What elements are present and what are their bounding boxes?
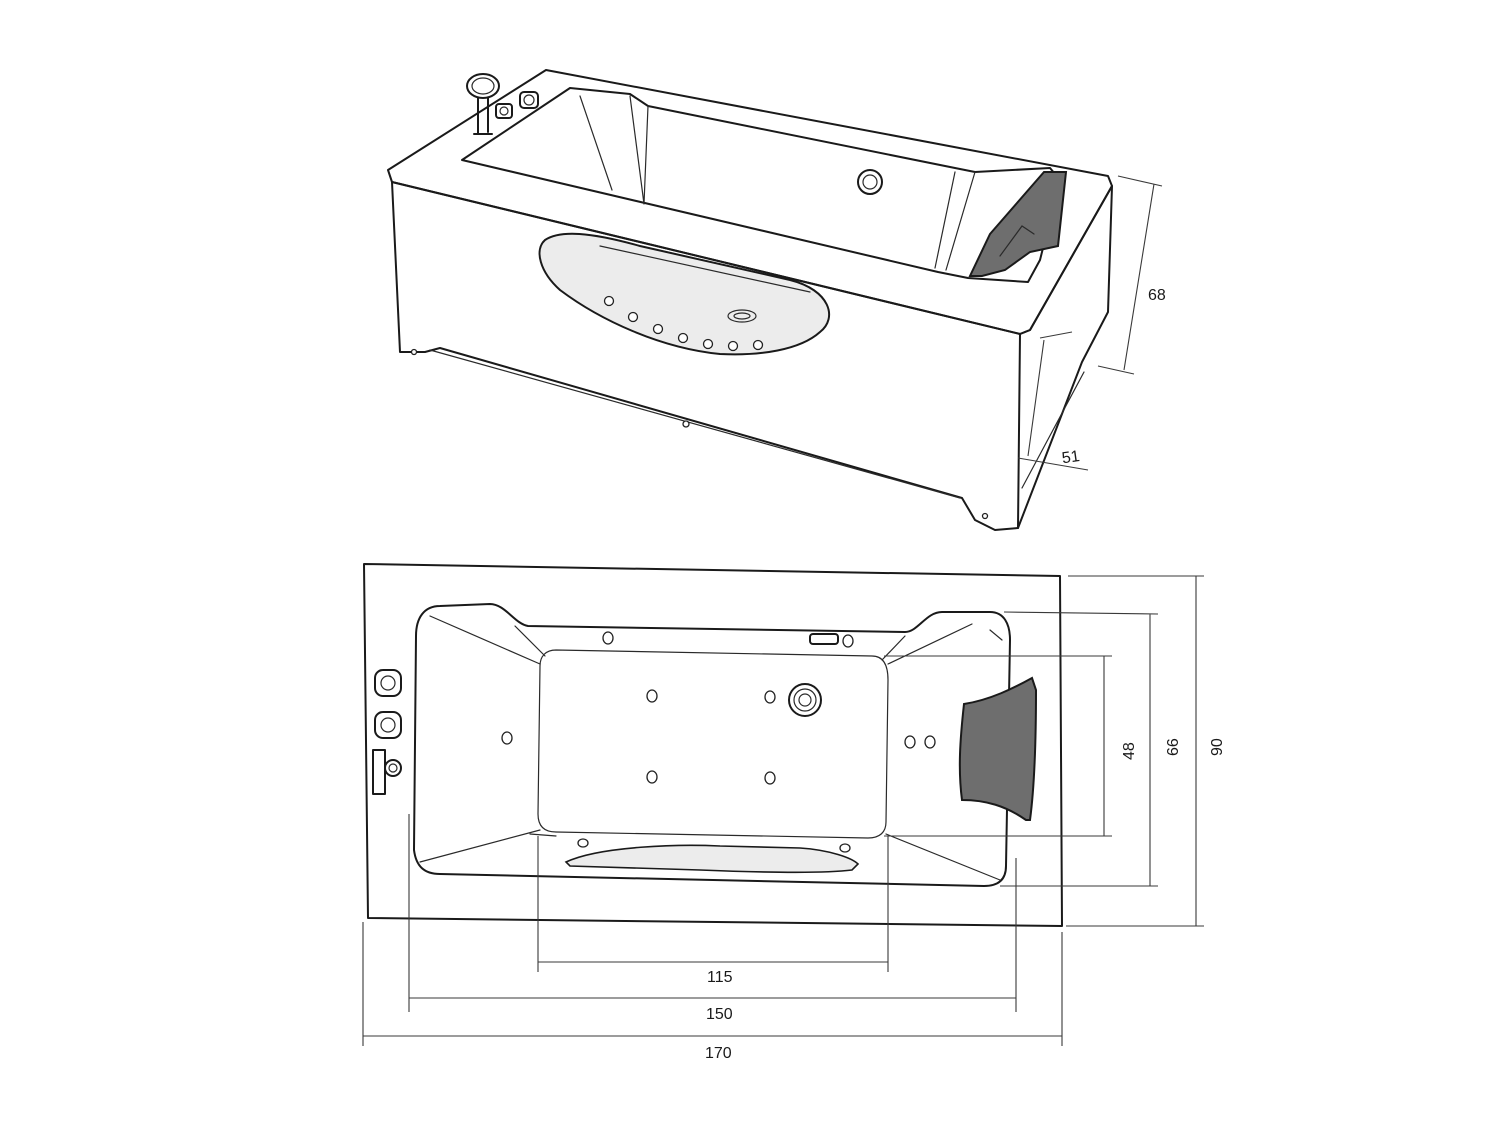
dimension-seat-length: 115 [537,836,889,986]
mixer-knob-icon [495,91,539,119]
top-view-floor [537,649,889,839]
dimension-height: 68 [1097,175,1166,375]
tub-front-panel [391,181,1021,531]
top-view: 48 66 90 115 150 170 [362,563,1226,1062]
dimension-inner-width: 66 [1000,611,1182,887]
dimension-outer-width: 90 [1066,575,1226,927]
dimension-step-height-label: 51 [1061,448,1081,467]
deck-controls-icon [372,669,402,795]
top-view-basin [413,603,1011,887]
top-view-outer-rim [363,563,1063,927]
top-view-window [564,844,860,874]
handshower-icon [466,73,500,135]
overflow-ring [857,169,883,195]
dimension-inner-width-label: 66 [1165,738,1182,756]
tub-side-panel [1017,185,1113,529]
dimension-inner-width-small: 48 [884,655,1138,837]
drain-icon [788,683,822,717]
dimension-height-label: 68 [1148,287,1166,304]
dimension-outer-length-label: 170 [705,1045,732,1062]
top-view-headrest-pillow [958,676,1038,821]
tub-basin-opening [461,87,1061,283]
headrest-pillow [968,171,1068,277]
dimension-inner-width-small-label: 48 [1121,742,1138,760]
dimension-inner-length-label: 150 [706,1006,733,1023]
dimension-outer-length: 170 [362,922,1063,1062]
dimension-inner-length: 150 [408,814,1017,1023]
top-view-overflow [809,633,839,645]
dimension-outer-width-label: 90 [1209,738,1226,756]
tub-basin-creases [579,95,976,271]
front-jets [603,295,764,352]
dimension-step-height: 51 [1017,331,1089,471]
dimension-seat-length-label: 115 [707,969,733,986]
top-view-jets [501,631,936,853]
perspective-view: 68 51 [387,69,1166,531]
tub-plinth [429,349,1085,499]
front-window [538,232,831,356]
